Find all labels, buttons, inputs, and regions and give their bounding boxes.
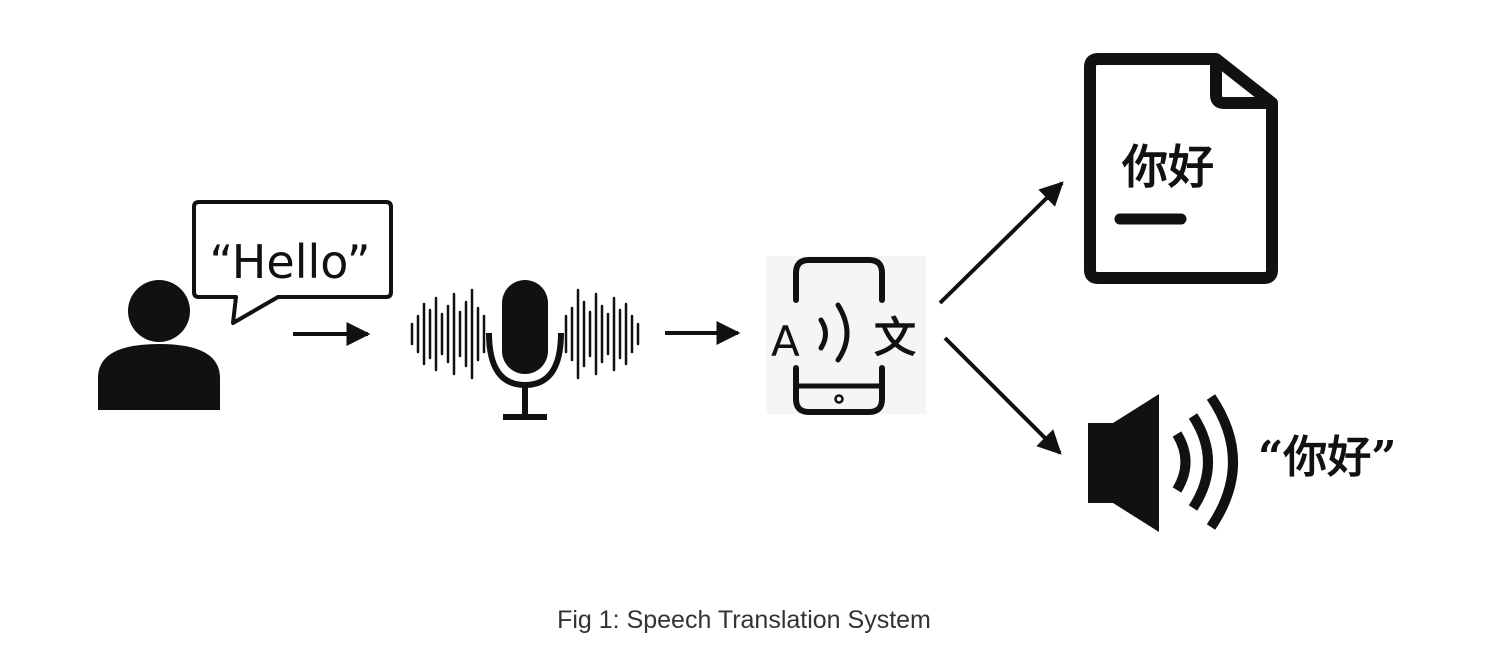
speech-bubble-text: “Hello” (209, 235, 370, 289)
sound-wave-bars (410, 288, 640, 380)
microphone-icon (410, 280, 640, 420)
arrow-translator-to-document (938, 181, 1064, 305)
speaker-output-text: “你好” (1258, 432, 1397, 483)
translate-target-glyph: 文 (874, 313, 916, 362)
phone-translate-icon: A 文 (766, 256, 926, 415)
translate-source-glyph: A (771, 317, 800, 366)
speech-bubble: “Hello” (192, 200, 393, 325)
loudspeaker-icon (1088, 394, 1238, 532)
figure-caption: Fig 1: Speech Translation System (557, 606, 931, 634)
person-icon (98, 280, 220, 410)
document-icon: 你好 (1084, 53, 1278, 284)
arrow-translator-to-speaker (943, 336, 1062, 455)
document-text: 你好 (1121, 140, 1214, 194)
